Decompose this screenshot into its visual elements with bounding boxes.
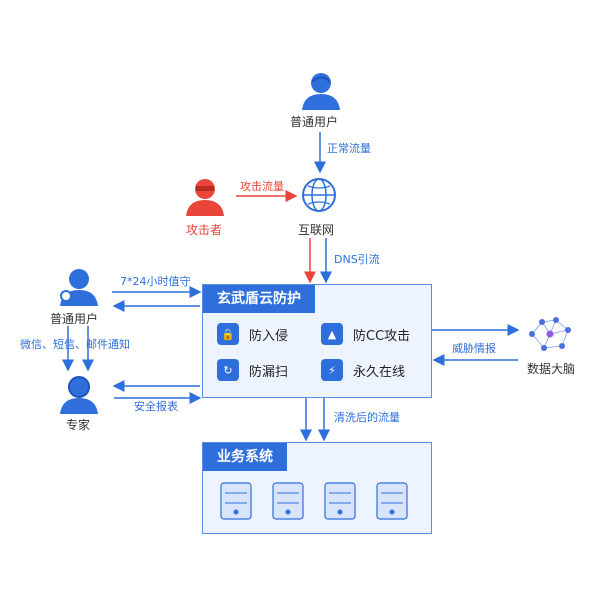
node-expert: 专家	[66, 418, 91, 432]
edge-label-cleaned: 清洗后的流量	[334, 411, 400, 424]
protection-box: 玄武盾云防护 🔒 防入侵 ▲ 防CC攻击 ↻ 防漏扫 ⚡ 永久在线	[202, 284, 432, 398]
user-top-icon	[302, 73, 340, 110]
node-attacker: 攻击者	[186, 223, 223, 237]
feature-label: 永久在线	[353, 364, 406, 380]
expert-icon	[60, 376, 98, 414]
refresh-icon: ↻	[217, 359, 239, 381]
server-icon	[376, 482, 408, 520]
globe-icon	[302, 178, 336, 212]
server-icon	[324, 482, 356, 520]
feature-label: 防CC攻击	[353, 328, 411, 344]
edge-label-normal-traffic: 正常流量	[327, 142, 371, 155]
feature-anti-cc: ▲ 防CC攻击	[321, 323, 410, 345]
lightning-icon: ⚡	[321, 359, 343, 381]
edge-label-attack-traffic: 攻击流量	[240, 180, 284, 193]
node-normal-user-left: 普通用户	[50, 312, 99, 326]
server-icon	[220, 482, 252, 520]
protection-box-title: 玄武盾云防护	[203, 285, 315, 313]
feature-label: 防入侵	[249, 328, 289, 344]
edge-label-notify: 微信、短信、邮件通知	[20, 338, 130, 351]
servers-row	[220, 482, 408, 520]
feature-anti-intrusion: 🔒 防入侵	[217, 323, 288, 345]
edge-label-intel: 威胁情报	[452, 342, 496, 355]
lock-icon: 🔒	[217, 323, 239, 345]
user-left-icon	[60, 269, 98, 306]
edge-label-guard: 7*24小时值守	[120, 275, 191, 288]
server-icon	[272, 482, 304, 520]
feature-always-online: ⚡ 永久在线	[321, 359, 405, 381]
business-box-title: 业务系统	[203, 443, 287, 471]
feature-label: 防漏扫	[249, 364, 289, 380]
feature-anti-scan: ↻ 防漏扫	[217, 359, 288, 381]
edge-label-report: 安全报表	[134, 400, 178, 413]
business-box: 业务系统	[202, 442, 432, 534]
data-brain-icon	[529, 317, 571, 351]
node-normal-user-top: 普通用户	[290, 115, 339, 129]
edge-label-dns: DNS引流	[334, 253, 380, 266]
alarm-icon: ▲	[321, 323, 343, 345]
node-internet: 互联网	[298, 223, 335, 237]
node-data-brain: 数据大脑	[527, 362, 576, 376]
attacker-icon	[186, 179, 224, 216]
